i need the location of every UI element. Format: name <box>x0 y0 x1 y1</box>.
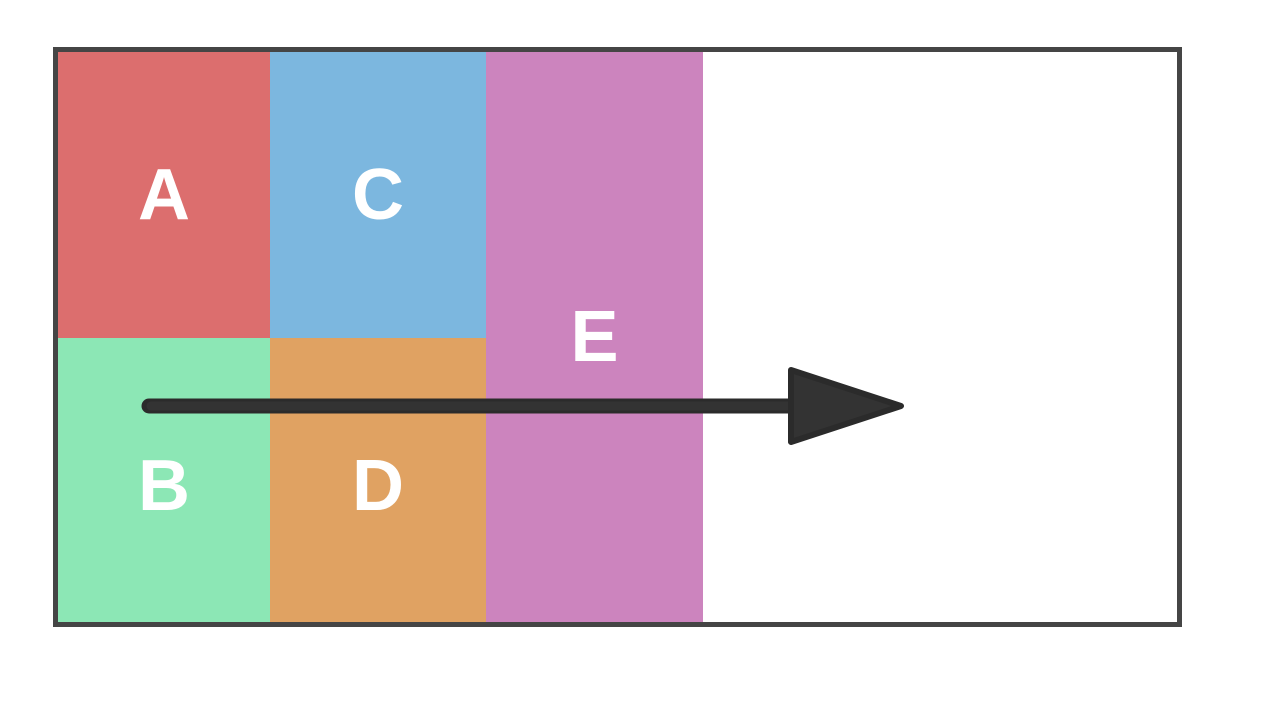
block-E: E <box>486 52 703 622</box>
block-B: B <box>58 338 270 622</box>
block-C-label: C <box>352 155 404 235</box>
block-A: A <box>58 52 270 338</box>
block-E-label: E <box>570 297 619 377</box>
block-A-label: A <box>138 155 190 235</box>
block-B-label: B <box>138 446 190 526</box>
block-C: C <box>270 52 486 338</box>
block-D-label: D <box>352 446 404 526</box>
bounding-frame: A C E B D <box>53 47 1182 627</box>
block-D: D <box>270 338 486 622</box>
